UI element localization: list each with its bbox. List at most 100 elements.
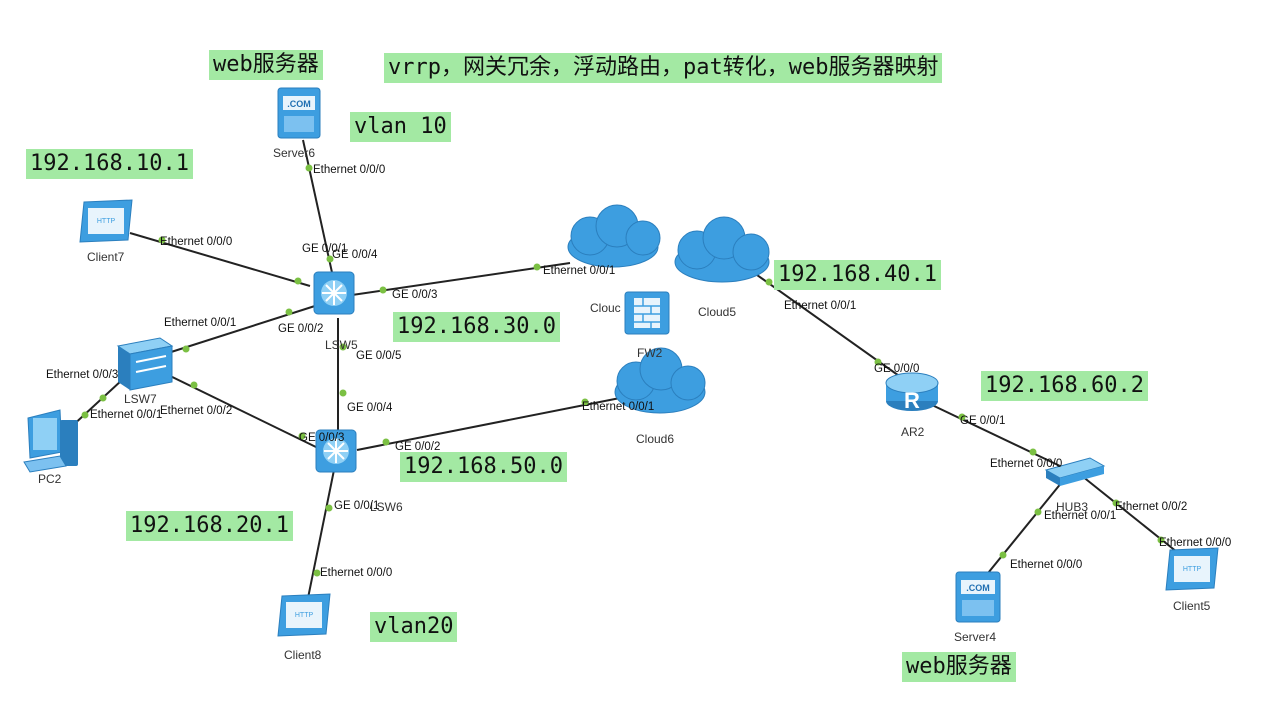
port-dot: [158, 236, 166, 244]
port-label: GE 0/0/4: [347, 402, 393, 414]
port-dot: [325, 504, 333, 512]
port-label: GE 0/0/1: [960, 415, 1006, 427]
port-label: Ethernet 0/0/1: [1044, 510, 1117, 522]
port-dot: [190, 381, 198, 389]
ip-50-0-annotation: 192.168.50.0: [400, 452, 567, 482]
device-label-pc2: PC2: [38, 472, 62, 486]
port-label: Ethernet 0/0/2: [160, 405, 233, 417]
port-label: Ethernet 0/0/0: [1010, 559, 1083, 571]
port-dot: [958, 413, 966, 421]
port-dot: [533, 263, 541, 271]
port-dot: [382, 438, 390, 446]
vlan10-annotation: vlan 10: [350, 112, 451, 142]
cloud-icon[interactable]: [614, 347, 706, 414]
port-label: Ethernet 0/0/1: [90, 409, 163, 421]
port-dots: [81, 164, 1165, 577]
port-label: Ethernet 0/0/1: [543, 265, 616, 277]
l3-switch-icon[interactable]: [313, 271, 355, 315]
port-label: Ethernet 0/0/0: [990, 458, 1063, 470]
port-dot: [379, 286, 387, 294]
l3-switch-icon[interactable]: [315, 429, 357, 473]
hub-icon[interactable]: [1044, 457, 1106, 486]
link-lsw6-cloud6: [356, 396, 626, 451]
port-label: GE 0/0/2: [395, 441, 441, 453]
device-label-hub3: HUB3: [1056, 500, 1089, 514]
client-icon[interactable]: HTTP: [277, 593, 331, 637]
port-label: GE 0/0/1: [334, 500, 380, 512]
ip-30-0-annotation: 192.168.30.0: [393, 312, 560, 342]
client-icon[interactable]: HTTP: [1165, 547, 1219, 591]
port-label: Ethernet 0/0/2: [1115, 501, 1188, 513]
device-label-server4: Server4: [954, 630, 997, 644]
link-hub3-server4: [983, 481, 1063, 579]
link-lsw5-cloud: [351, 262, 571, 296]
link-lsw7-pc2: [69, 379, 123, 429]
port-dot: [765, 278, 773, 286]
pc-icon[interactable]: [23, 409, 78, 473]
ip-10-1-annotation: 192.168.10.1: [26, 149, 193, 179]
port-dot: [1034, 508, 1042, 516]
link-hub3-client5: [1081, 475, 1183, 557]
server-icon[interactable]: .COM: [277, 87, 321, 139]
device-label-lsw5: LSW5: [325, 338, 358, 352]
port-dot: [1029, 448, 1037, 456]
port-dot: [339, 343, 347, 351]
port-dot: [294, 277, 302, 285]
link-lsw7-lsw6: [161, 371, 319, 449]
device-label-fw2: FW2: [637, 346, 663, 360]
com-label: .COM: [966, 583, 990, 593]
device-label-cloud6: Cloud6: [636, 432, 675, 446]
device-label-client8: Client8: [284, 648, 322, 662]
link-lsw7-lsw5: [167, 304, 319, 354]
port-dot: [874, 358, 882, 366]
cloud-icon[interactable]: [674, 216, 770, 283]
web-server-annotation: web服务器: [902, 652, 1016, 682]
port-dot: [581, 398, 589, 406]
port-dot: [99, 394, 107, 402]
port-label: Ethernet 0/0/0: [1159, 537, 1232, 549]
port-label: Ethernet 0/0/3: [46, 369, 119, 381]
port-dot: [326, 255, 334, 263]
cloud-icon[interactable]: [567, 204, 661, 268]
title-annotation: vrrp，网关冗余，浮动路由，pat转化，web服务器映射: [384, 53, 943, 83]
device-label-client7: Client7: [87, 250, 125, 264]
port-label: GE 0/0/0: [874, 363, 920, 375]
firewall-icon[interactable]: [624, 291, 670, 335]
port-dot: [81, 411, 89, 419]
ip-60-2-annotation: 192.168.60.2: [981, 371, 1148, 401]
http-label: HTTP: [97, 218, 116, 225]
port-dot: [313, 569, 321, 577]
web-server-annotation: web服务器: [209, 50, 323, 80]
port-label: GE 0/0/4: [332, 249, 378, 261]
port-label: GE 0/0/3: [392, 289, 438, 301]
device-label-lsw7: LSW7: [124, 392, 157, 406]
vlan20-annotation: vlan20: [370, 612, 458, 642]
l2-switch-icon[interactable]: [116, 337, 174, 391]
port-label: Ethernet 0/0/0: [160, 236, 233, 248]
port-dot: [999, 551, 1007, 559]
device-label-cloud: Clouc: [590, 301, 621, 315]
port-label: Ethernet 0/0/1: [164, 317, 237, 329]
port-label: GE 0/0/5: [356, 350, 402, 362]
device-label-server6: Server6: [273, 146, 316, 160]
port-label: Ethernet 0/0/0: [320, 567, 393, 579]
router-icon[interactable]: R: [885, 372, 939, 413]
client-icon[interactable]: HTTP: [79, 199, 133, 243]
port-dot: [339, 389, 347, 397]
link-ar2-hub3: [931, 404, 1061, 467]
port-dot: [285, 308, 293, 316]
com-label: .COM: [287, 99, 311, 109]
http-label: HTTP: [1183, 566, 1202, 573]
port-dot: [298, 432, 306, 440]
link-lsw6-client8: [307, 469, 335, 599]
port-dot: [1157, 536, 1165, 544]
ip-40-1-annotation: 192.168.40.1: [774, 260, 941, 290]
server-icon[interactable]: .COM: [955, 571, 1001, 623]
ip-20-1-annotation: 192.168.20.1: [126, 511, 293, 541]
port-label: GE 0/0/3: [299, 432, 345, 444]
port-dot: [305, 164, 313, 172]
svg-text:R: R: [904, 388, 920, 413]
port-dot: [182, 345, 190, 353]
port-label: Ethernet 0/0/0: [313, 164, 386, 176]
